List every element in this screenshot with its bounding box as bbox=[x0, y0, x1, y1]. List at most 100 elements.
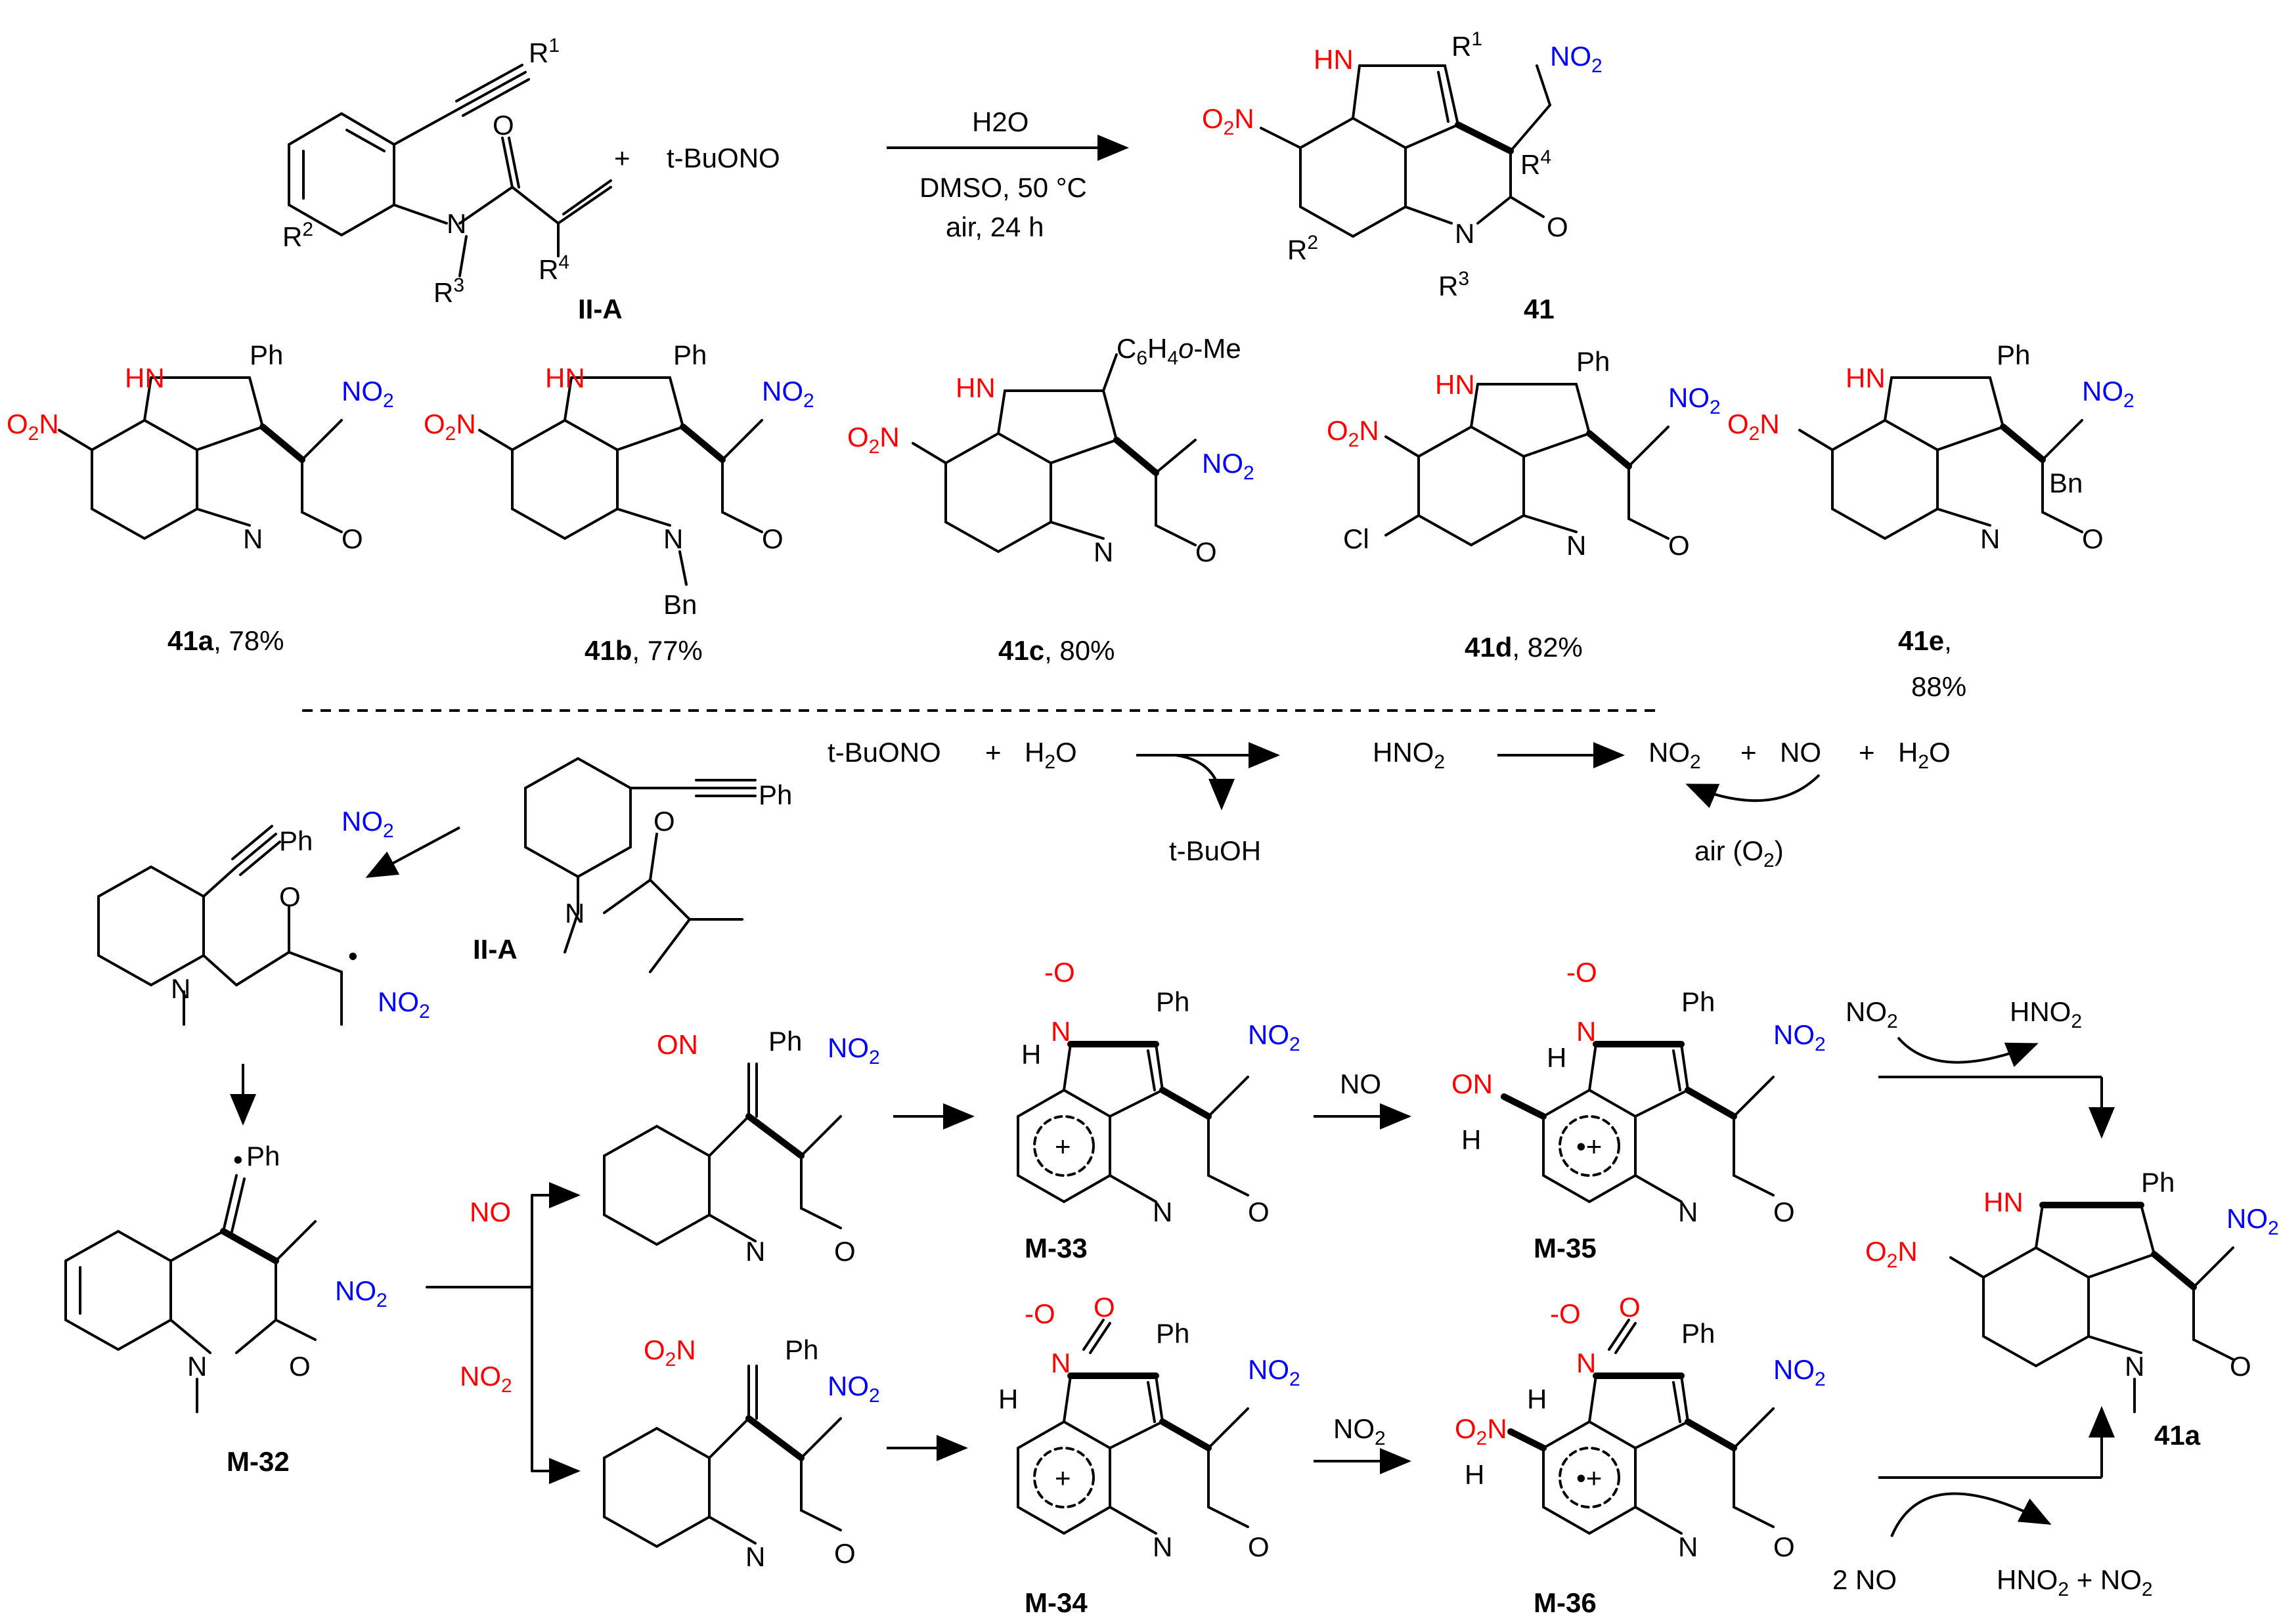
adduct-no2: NO2 bbox=[378, 986, 430, 1022]
step-no-label: NO bbox=[1340, 1068, 1381, 1099]
m36-ring-n: N bbox=[1678, 1531, 1698, 1562]
41e-hn: HN bbox=[1846, 362, 1886, 393]
eq-water: H2O bbox=[1025, 737, 1077, 773]
nitro-n: N bbox=[745, 1541, 765, 1572]
carbonyl-o: O bbox=[493, 110, 514, 141]
o2n-label-product: O2N bbox=[1202, 103, 1254, 139]
41b-o2n: O2N bbox=[424, 408, 476, 445]
m34-o-minus: -O bbox=[1025, 1298, 1055, 1329]
m33-o: O bbox=[1248, 1196, 1270, 1227]
41e-n: N bbox=[1980, 523, 2000, 554]
iia-ph: Ph bbox=[759, 779, 792, 810]
m35-on: ON bbox=[1451, 1068, 1493, 1099]
eq-plus-3: + bbox=[1859, 737, 1875, 768]
m36-no2: NO2 bbox=[1773, 1354, 1826, 1390]
r1-label-product: R1 bbox=[1451, 28, 1482, 62]
m35-ph: Ph bbox=[1681, 986, 1715, 1017]
m35-no2: NO2 bbox=[1773, 1019, 1826, 1055]
M-32: • Ph NO2 N O M-32 NO NO2 bbox=[64, 1141, 581, 1484]
m32-n: N bbox=[187, 1351, 207, 1382]
41a-n: N bbox=[243, 523, 263, 554]
m35-n: N bbox=[1678, 1196, 1698, 1227]
m33-plus: + bbox=[1055, 1131, 1071, 1162]
M-34: + N -O O H Ph NO2 N O M-34 bbox=[998, 1292, 1300, 1618]
m36-ring-o: O bbox=[1773, 1531, 1795, 1562]
product-41c: HN C6H4o-Me NO2 O2N N O 41c, 80% bbox=[847, 333, 1254, 666]
41c-o: O bbox=[1195, 537, 1217, 567]
final-arrow-bottom: 2 NO HNO2 + NO2 bbox=[1832, 1406, 2153, 1600]
41e-o: O bbox=[2082, 523, 2104, 554]
adduct-o: O bbox=[279, 881, 301, 912]
m34-ring-n: N bbox=[1153, 1531, 1172, 1562]
product-41b: HN Ph NO2 O2N N O Bn 41b, 77% bbox=[424, 340, 814, 666]
iia-label: II-A bbox=[473, 934, 518, 965]
nitroso-intermediate: ON Ph NO2 N O bbox=[603, 1026, 880, 1267]
eq-plus-2: + bbox=[1740, 737, 1757, 768]
no2-product: NO2 bbox=[1648, 737, 1701, 773]
m35-label: M-35 bbox=[1534, 1233, 1597, 1263]
41b-ph: Ph bbox=[673, 340, 707, 370]
41e-yield: 88% bbox=[1911, 671, 1966, 702]
condition-solvent: DMSO, 50 °C bbox=[919, 172, 1087, 203]
final-arrow-top: NO2 HNO2 bbox=[1846, 996, 2115, 1139]
no2-radical: NO2 bbox=[342, 806, 394, 842]
m34-label: M-34 bbox=[1025, 1587, 1088, 1618]
branch-no2: NO2 bbox=[460, 1361, 512, 1397]
41d-no2: NO2 bbox=[1668, 382, 1721, 418]
41e-o2n: O2N bbox=[1727, 408, 1780, 445]
f41a-n: N bbox=[2125, 1351, 2144, 1382]
amide-n: N bbox=[447, 208, 466, 239]
M-33: + N -O H Ph NO2 N O M-33 bbox=[1017, 957, 1300, 1263]
reagent-tBuONO: t-BuONO bbox=[667, 143, 780, 173]
substrate-II-A-mech: NO2 Ph N O II-A bbox=[342, 757, 792, 973]
m35-h2: H bbox=[1461, 1124, 1481, 1155]
radical-adduct: Ph N O • NO2 bbox=[97, 825, 430, 1026]
f41a-o2n: O2N bbox=[1865, 1236, 1918, 1272]
41b-hn: HN bbox=[545, 362, 585, 393]
condition-time: air, 24 h bbox=[946, 211, 1044, 242]
m33-no2: NO2 bbox=[1248, 1019, 1300, 1055]
f41a-hn: HN bbox=[1983, 1187, 2024, 1218]
product-41a: HN Ph NO2 O2N N O 41a, 78% bbox=[7, 340, 394, 656]
41e-no2: NO2 bbox=[2082, 376, 2135, 412]
m35-n-oxide: N bbox=[1576, 1016, 1596, 1047]
iia-o: O bbox=[653, 806, 675, 837]
nitroso-o: O bbox=[834, 1236, 856, 1267]
m36-n: N bbox=[1576, 1348, 1596, 1378]
iia-n: N bbox=[565, 898, 585, 929]
adduct-n: N bbox=[171, 973, 190, 1004]
r4-label-product: R4 bbox=[1520, 146, 1551, 180]
nitrite-decomposition: t-BuONO + H2O t-BuOH HNO2 NO2 + NO + H2O… bbox=[828, 737, 1951, 871]
41b-bn: Bn bbox=[663, 589, 697, 620]
nitro-o2n: O2N bbox=[644, 1334, 696, 1371]
m35-o-minus: -O bbox=[1566, 957, 1597, 988]
41d-hn: HN bbox=[1435, 369, 1475, 400]
f41a-no2: NO2 bbox=[2226, 1203, 2279, 1239]
m32-label: M-32 bbox=[227, 1446, 290, 1477]
m35-h1: H bbox=[1547, 1042, 1566, 1073]
nitro-o: O bbox=[834, 1538, 856, 1569]
m36-h1: H bbox=[1527, 1384, 1547, 1415]
m33-n: N bbox=[1153, 1196, 1172, 1227]
eq-plus-1: + bbox=[985, 737, 1002, 768]
no2-label-product: NO2 bbox=[1550, 41, 1603, 77]
41c-aryl: C6H4o-Me bbox=[1117, 333, 1241, 369]
m36-o2n: O2N bbox=[1455, 1413, 1507, 1449]
41b-o: O bbox=[762, 523, 784, 554]
41e-label: 41e, bbox=[1898, 625, 1952, 656]
r1-label: R1 bbox=[529, 35, 560, 68]
41b-n: N bbox=[663, 523, 683, 554]
m34-no2: NO2 bbox=[1248, 1354, 1300, 1390]
tBuOH-label: t-BuOH bbox=[1169, 835, 1261, 866]
m34-h: H bbox=[998, 1384, 1018, 1415]
no-product: NO bbox=[1780, 737, 1821, 768]
m32-ph: Ph bbox=[246, 1141, 280, 1172]
adduct-ph: Ph bbox=[279, 825, 313, 856]
41c-label: 41c, 80% bbox=[998, 635, 1115, 666]
substrate-label: II-A bbox=[578, 294, 623, 324]
41e-bn: Bn bbox=[2049, 468, 2083, 498]
product-41d: HN Ph NO2 O2N Cl N O 41d, 82% bbox=[1327, 346, 1721, 663]
41a-label: 41a, 78% bbox=[167, 625, 284, 656]
plus-sign: + bbox=[614, 143, 631, 173]
